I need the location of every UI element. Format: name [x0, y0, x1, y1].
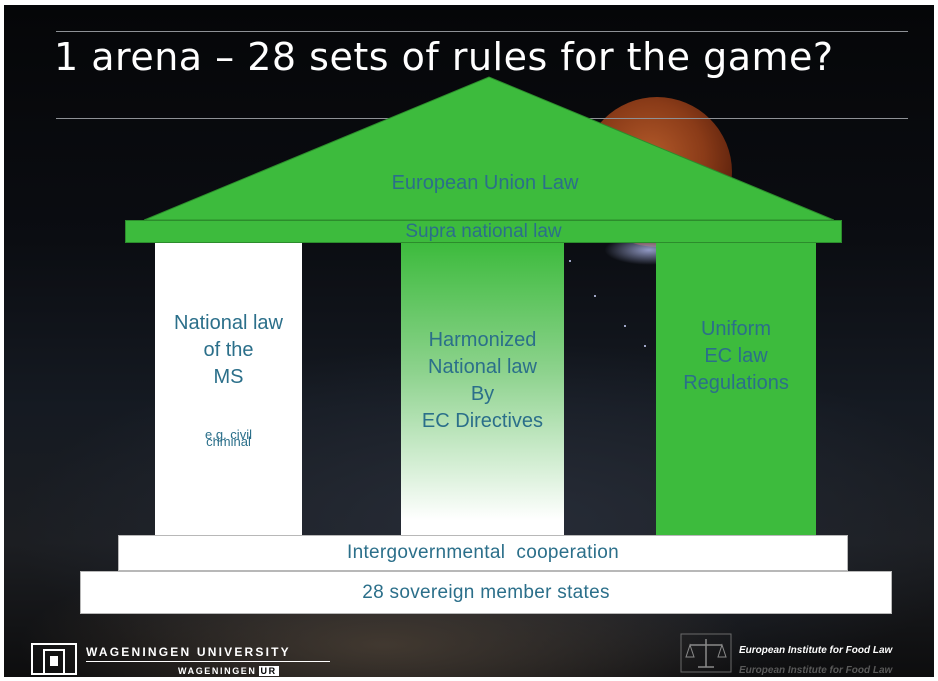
- university-name: WAGENINGEN UNIVERSITY: [86, 645, 291, 659]
- star: [624, 325, 626, 327]
- university-sub-text: WAGENINGEN: [178, 666, 257, 676]
- temple-beam: [125, 220, 842, 243]
- column-text-line: By: [470, 383, 495, 405]
- star: [644, 345, 646, 347]
- column-text-line: Harmonized: [428, 329, 537, 351]
- column-text-line: Regulations: [683, 371, 789, 394]
- column-text-line: EC Directives: [421, 410, 544, 432]
- upper-step: Intergovernmental cooperation: [118, 535, 848, 571]
- column-text-line: of the: [203, 338, 254, 361]
- star: [594, 295, 596, 297]
- university-logo-icon: [31, 643, 77, 675]
- column-note: e.g. civil: [205, 426, 252, 442]
- column-text-line: National law: [174, 311, 283, 334]
- temple-roof: [144, 76, 834, 221]
- column-text-line: Uniform: [700, 317, 771, 340]
- title-top-rule: [56, 31, 908, 32]
- upper-step-label: Intergovernmental cooperation: [347, 542, 619, 563]
- column-uniform-law: Uniform EC law Regulations: [656, 243, 816, 535]
- column-harmonized-law: Harmonized National law By EC Directives: [401, 243, 564, 535]
- roof-label: European Union Law: [391, 172, 579, 194]
- institute-name: European Institute for Food Law: [739, 645, 893, 656]
- column-text-line: EC law: [704, 344, 768, 367]
- university-badge: UR: [258, 666, 279, 676]
- base-step: 28 sovereign member states: [80, 571, 892, 614]
- column-note: criminal: [206, 433, 251, 449]
- university-divider: [86, 661, 330, 662]
- scales-of-justice-icon: [680, 633, 732, 673]
- column-text-line: National law: [428, 356, 537, 378]
- column-text-line: MS: [213, 365, 244, 388]
- column-national-law: National law of the MS e.g. civil crimin…: [155, 243, 302, 535]
- institute-name-reflection: European Institute for Food Law: [739, 665, 893, 676]
- slide: 1 arena – 28 sets of rules for the game?…: [4, 5, 934, 677]
- star: [569, 260, 571, 262]
- base-step-label: 28 sovereign member states: [362, 581, 610, 603]
- beam-label: Supra national law: [405, 221, 562, 242]
- slide-title: 1 arena – 28 sets of rules for the game?: [54, 35, 834, 79]
